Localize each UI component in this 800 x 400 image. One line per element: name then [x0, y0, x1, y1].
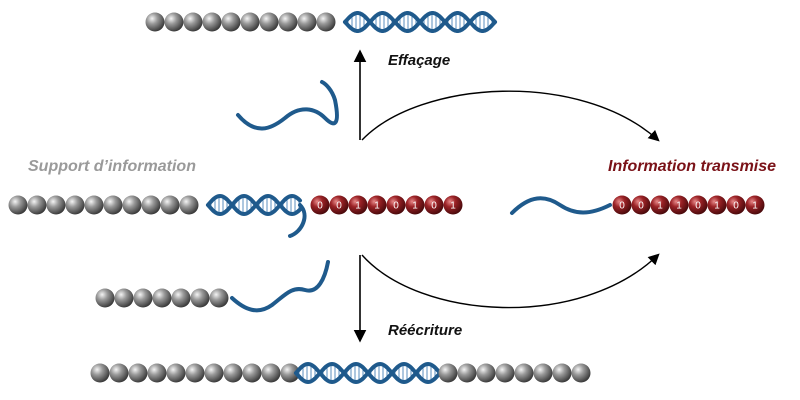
- grey-bead: [278, 12, 298, 32]
- support-label: Support d’information: [28, 158, 196, 175]
- grey-bead: [164, 12, 184, 32]
- grey-bead: [297, 12, 317, 32]
- grey-bead: [179, 195, 199, 215]
- bit-label: 1: [412, 201, 418, 212]
- transmitted-label: Information transmise: [608, 158, 777, 175]
- grey-bead: [147, 363, 167, 383]
- red-bead: [669, 195, 689, 215]
- grey-bead: [571, 363, 591, 383]
- grey-bead: [114, 288, 134, 308]
- grey-bead: [141, 195, 161, 215]
- red-bead: [329, 195, 349, 215]
- grey-bead: [190, 288, 210, 308]
- grey-bead: [221, 12, 241, 32]
- grey-bead: [65, 195, 85, 215]
- red-bead: [424, 195, 444, 215]
- bottom-helix-backbone: [294, 361, 442, 385]
- bit-label: 1: [450, 201, 456, 212]
- grey-bead: [476, 363, 496, 383]
- grey-bead: [514, 363, 534, 383]
- grey-bead: [316, 12, 336, 32]
- grey-bead: [8, 195, 28, 215]
- grey-bead: [95, 288, 115, 308]
- grey-bead: [280, 363, 300, 383]
- grey-bead: [204, 363, 224, 383]
- grey-bead: [533, 363, 553, 383]
- red-bead: [405, 195, 425, 215]
- bit-label: 0: [336, 201, 342, 212]
- grey-bead: [145, 12, 165, 32]
- bit-label: 0: [393, 201, 399, 212]
- grey-bead: [242, 363, 262, 383]
- grey-bead: [209, 288, 229, 308]
- red-bead: [631, 195, 651, 215]
- bit-label: 0: [733, 201, 739, 212]
- red-bead: [386, 195, 406, 215]
- support-helix-backbone: [206, 193, 302, 217]
- grey-bead: [261, 363, 281, 383]
- bit-label: 1: [714, 201, 720, 212]
- short-tail: [230, 260, 330, 313]
- grey-bead: [133, 288, 153, 308]
- grey-bead: [152, 288, 172, 308]
- effacage-label: Effaçage: [388, 52, 451, 69]
- grey-bead: [166, 363, 186, 383]
- grey-bead: [552, 363, 572, 383]
- grey-bead: [84, 195, 104, 215]
- grey-bead: [223, 363, 243, 383]
- transmitted-wave: [510, 196, 612, 215]
- short-grey-strand: [95, 260, 330, 313]
- grey-bead: [495, 363, 515, 383]
- red-bead: [745, 195, 765, 215]
- bit-label: 1: [752, 201, 758, 212]
- support-helix-backbone: [206, 193, 302, 217]
- top-helix-backbone: [343, 11, 497, 33]
- grey-bead: [259, 12, 279, 32]
- red-bead: [367, 195, 387, 215]
- grey-bead: [128, 363, 148, 383]
- grey-bead: [160, 195, 180, 215]
- curve-arrow-bottom: [361, 253, 660, 309]
- grey-bead: [183, 12, 203, 32]
- bit-label: 1: [657, 201, 663, 212]
- grey-bead: [185, 363, 205, 383]
- bit-label: 1: [676, 201, 682, 212]
- top-strand: [145, 11, 497, 33]
- grey-bead: [457, 363, 477, 383]
- grey-bead: [438, 363, 458, 383]
- red-bead: [310, 195, 330, 215]
- curve-arrow-top: [361, 90, 660, 142]
- grey-bead: [103, 195, 123, 215]
- red-bead: [707, 195, 727, 215]
- grey-bead: [171, 288, 191, 308]
- bit-label: 0: [695, 201, 701, 212]
- grey-bead: [27, 195, 47, 215]
- red-bead: [348, 195, 368, 215]
- support-strand: 0 0 1 1 0 1 0 1: [8, 193, 463, 238]
- support-tail: [288, 203, 307, 238]
- red-bead: [612, 195, 632, 215]
- bit-label: 0: [317, 201, 323, 212]
- reecriture-label: Réécriture: [388, 322, 463, 339]
- red-bead: [726, 195, 746, 215]
- red-bead: [688, 195, 708, 215]
- transmitted-strand: 0 0 1 1 0 1 0 1: [510, 195, 765, 215]
- grey-bead: [90, 363, 110, 383]
- free-dna-strand: [236, 80, 339, 131]
- red-bead: [443, 195, 463, 215]
- free-wave: [236, 80, 339, 131]
- bit-label: 0: [431, 201, 437, 212]
- grey-bead: [46, 195, 66, 215]
- bit-label: 1: [355, 201, 361, 212]
- grey-bead: [240, 12, 260, 32]
- bottom-strand: [90, 361, 591, 385]
- grey-bead: [202, 12, 222, 32]
- bit-label: 0: [619, 201, 625, 212]
- bit-label: 1: [374, 201, 380, 212]
- bit-label: 0: [638, 201, 644, 212]
- grey-bead: [109, 363, 129, 383]
- red-bead: [650, 195, 670, 215]
- grey-bead: [122, 195, 142, 215]
